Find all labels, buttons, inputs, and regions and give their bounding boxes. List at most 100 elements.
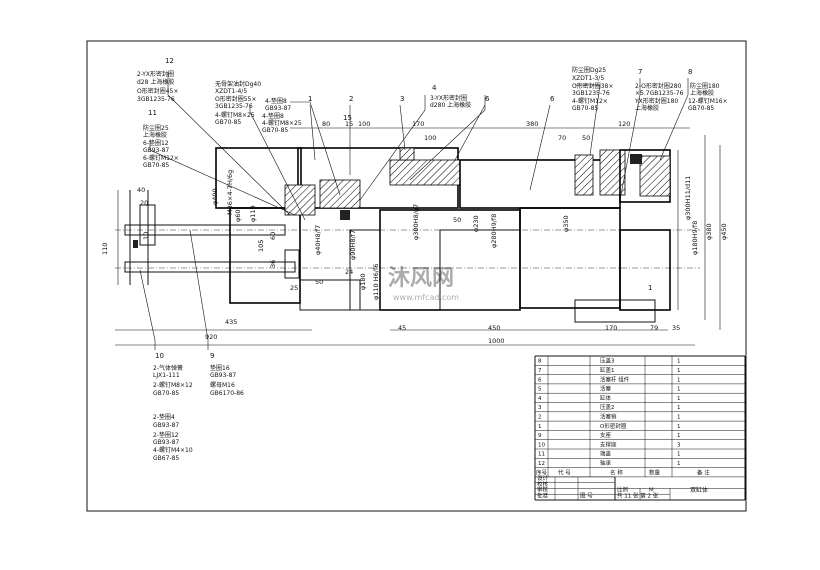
bom-header-qty: 数量: [649, 468, 661, 476]
note-11-line3: GB93-87: [143, 147, 169, 154]
bom-row-name: 活塞: [600, 385, 612, 393]
bom-row-qty: 1: [677, 396, 681, 402]
bom-row-name: 缸体: [600, 394, 612, 402]
note-10-line1: LJX1-111: [153, 372, 180, 379]
bom-row-no: 6: [538, 377, 542, 383]
dim-40: 40: [137, 186, 145, 194]
note-8-line0: 防尘圈180: [690, 82, 720, 90]
note-10-line7: GB93-87: [153, 439, 179, 446]
note-11-line2: 6-垫圈12: [143, 139, 169, 147]
note-mid2-line1: 4-螺钉M8×25: [262, 119, 302, 127]
note-7-line3: 上海橡胶: [635, 104, 659, 112]
bom-row-name: 压盖2: [600, 403, 615, 411]
title-block-label: 审核: [537, 486, 549, 494]
title-scale-value: M: [649, 488, 654, 494]
callout-4: 4: [432, 84, 437, 92]
dim-100: 100: [358, 120, 370, 128]
bom-row-name: 压盖3: [600, 357, 615, 365]
note-12-line3: 3GB1235-76: [137, 96, 175, 103]
dim-phi280: φ280H9/f8: [490, 214, 498, 248]
dim-170: 170: [412, 120, 424, 128]
dim-45: 45: [398, 324, 406, 332]
note-45-line1: d280 上海橡胶: [430, 101, 471, 109]
note-45-line0: 3-YX形密封圈: [430, 94, 467, 102]
note-10-line0: 2-气体弹簧: [153, 364, 183, 372]
note-mid-line2: 4-螺钉M8×25: [215, 111, 255, 119]
dim-25: 25: [290, 284, 298, 292]
dim-105: 105: [257, 240, 265, 252]
note-9-line0: 垫圈16: [210, 364, 230, 372]
bom-row-name: 支撑座: [600, 440, 617, 448]
callout-9: 9: [210, 352, 214, 360]
title-block-label: 设计: [537, 474, 549, 482]
note-10-line2: 2-螺钉M8×12: [153, 381, 193, 389]
bom-row-no: 2: [538, 415, 542, 421]
bom-row-qty: 1: [677, 405, 681, 411]
note-11-line5: GB70-85: [143, 162, 169, 169]
bom-row-qty: 1: [677, 461, 681, 467]
dim-36: 36: [269, 260, 277, 268]
dim-79: 79: [650, 324, 658, 332]
note-9-line1: GB93-87: [210, 372, 236, 379]
bom-header-no: 序号: [536, 468, 548, 476]
dim-80: 80: [322, 120, 330, 128]
note-9-line2: 螺母M16: [210, 381, 235, 389]
bom-header-remark: 备 注: [697, 468, 710, 476]
bom-row-name: 活塞销: [600, 413, 617, 421]
watermark-brand: 沐风网: [388, 266, 454, 291]
dim-fit7: φ300H11/d11: [684, 176, 692, 220]
bom-row-name: 支座: [600, 431, 612, 439]
callouts: 12 11 1 2 3 4 6 6 15 7 8 10 9 1: [148, 57, 692, 360]
bom-row-name: 活塞杆 组件: [600, 375, 630, 383]
dim-24: 24: [345, 268, 353, 276]
title-block-label: 批准: [537, 492, 549, 500]
note-7-line2: YX形密封圈180: [634, 97, 678, 105]
dim-50: 50: [582, 134, 590, 142]
bom-header-name: 名 称: [610, 468, 623, 476]
dim-phi230: φ230: [472, 215, 480, 232]
bom-row-qty: 1: [677, 359, 681, 365]
dim-120: 120: [618, 120, 630, 128]
note-9-line3: GB6170-86: [210, 390, 244, 397]
bom-row-no: 11: [538, 452, 545, 458]
bom-header-code: 代 号: [558, 468, 571, 476]
note-right1-line3: 3GB1235-76: [572, 90, 610, 97]
note-mid-line3: GB70-85: [215, 119, 241, 126]
dim-50b: 50: [315, 278, 323, 286]
note-right1-line2: O形密封圈38×: [572, 82, 613, 90]
note-8-line3: GB70-85: [688, 105, 714, 112]
callout-10: 10: [155, 352, 164, 360]
callout-15: 15: [343, 114, 352, 122]
note-11-line1: 上海橡胶: [143, 131, 167, 139]
bom-row-qty: 1: [677, 377, 681, 383]
note-10-line8: 4-螺钉M4×10: [153, 446, 193, 454]
callout-11: 11: [148, 109, 157, 117]
dim-50c: 50: [453, 216, 461, 224]
note-top-line2: O形密封圈55×: [215, 95, 256, 103]
dim-920: 920: [205, 333, 217, 341]
bom-row-qty: 1: [677, 433, 681, 439]
note-12-line2: O形密封圈45×: [137, 87, 178, 95]
bom-row-qty: 1: [677, 452, 681, 458]
dimensions: 80 15 100 170 100 380 70 50 120 40 20 11…: [101, 120, 728, 345]
title-scale-label: 比例: [617, 486, 629, 494]
title-sheets: 共 11 张 第 2 张: [617, 492, 659, 500]
note-top-line0: 无骨架油封Dg40: [215, 80, 261, 88]
part-notes: 2-YX形密封圈 d28 上海橡胶 O形密封圈45× 3GB1235-76 防尘…: [137, 66, 728, 462]
dim-100b: 100: [424, 134, 436, 142]
note-right1-line0: 防尘圈Dg25: [572, 66, 606, 74]
note-mid2-line0: 4-垫圈8: [262, 112, 284, 120]
dim-fit3: M36×4-7H/6g: [226, 170, 234, 215]
bom-row-qty: 3: [677, 442, 681, 448]
dim-450: 450: [488, 324, 500, 332]
dim-fit5: φ300H8/g7: [412, 204, 420, 240]
bom-row-qty: 1: [677, 387, 681, 393]
callout-3: 3: [400, 95, 404, 103]
note-top-line3: 3GB1235-76: [215, 103, 253, 110]
dim-phi450: φ450: [720, 223, 728, 240]
title-block-label: 校核: [537, 480, 549, 488]
dim-fit1: φ40H8/f7: [314, 225, 322, 255]
dim-10: 10: [142, 232, 150, 240]
dim-380: 380: [526, 120, 538, 128]
